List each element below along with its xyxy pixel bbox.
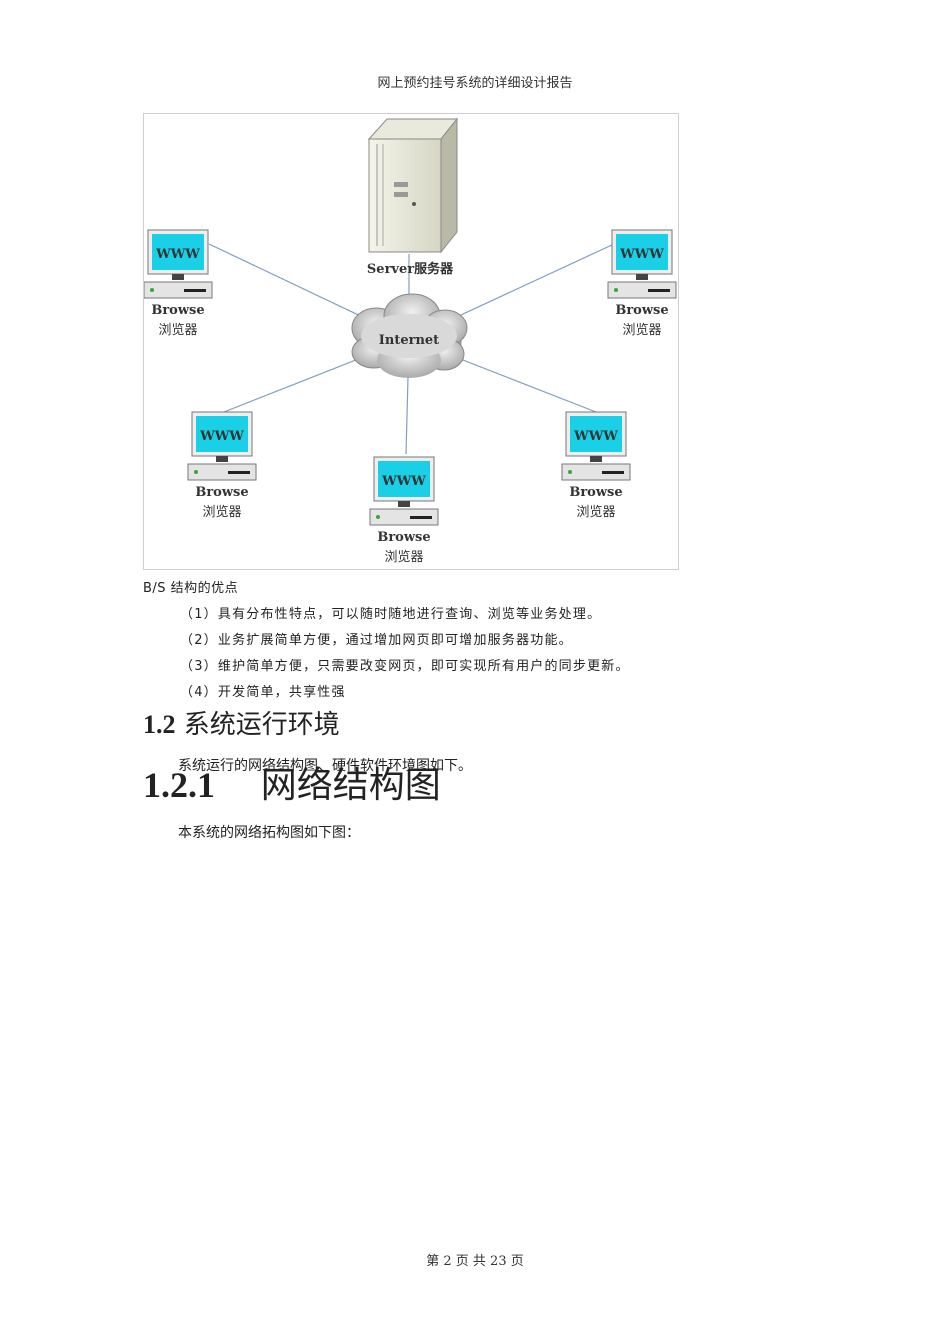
internet-label: Internet [379,333,439,348]
figure-caption: B/S 结构的优点 [143,577,238,596]
client-label-cn: 浏览器 [622,322,661,338]
subsection-heading: 1.2.1 网络结构图 [143,756,441,808]
subsection-title: 网络结构图 [261,765,441,806]
computer-icon [188,412,256,480]
diagram-canvas: Server服务器 Internet WWW Browse [144,114,678,569]
advantage-item: （1）具有分布性特点，可以随时随地进行查询、浏览等业务处理。 [180,603,601,622]
client-left-bottom: WWW Browse 浏览器 [188,412,256,520]
advantage-item: （4）开发简单，共享性强 [180,681,346,700]
subsection-body: 本系统的网络拓构图如下图： [178,822,360,842]
section-number: 1.2 [143,710,176,739]
page-header: 网上预约挂号系统的详细设计报告 [0,72,950,91]
page-footer: 第 2 页 共 23 页 [0,1250,950,1269]
screen-text: WWW [573,429,618,444]
advantage-item: （2）业务扩展简单方便，通过增加网页即可增加服务器功能。 [180,629,573,648]
computer-icon [144,230,212,298]
client-label-en: Browse [195,485,248,500]
client-left-top: WWW Browse 浏览器 [144,230,212,338]
screen-text: WWW [199,429,244,444]
client-center: WWW Browse 浏览器 [370,457,438,565]
screen-text: WWW [155,247,200,262]
computer-icon [370,457,438,525]
client-label-cn: 浏览器 [158,322,197,338]
advantage-item: （3）维护简单方便，只需要改变网页，即可实现所有用户的同步更新。 [180,655,630,674]
server-icon [369,119,457,252]
client-label-en: Browse [569,485,622,500]
client-right-bottom: WWW Browse 浏览器 [562,412,630,520]
section-title: 系统运行环境 [184,710,340,740]
computer-icon [608,230,676,298]
bs-network-diagram: Server服务器 Internet WWW Browse [143,113,679,570]
client-label-en: Browse [377,530,430,545]
server-label: Server服务器 [367,261,454,277]
client-label-cn: 浏览器 [576,504,615,520]
client-label-en: Browse [151,303,204,318]
section-heading: 1.2 系统运行环境 [143,704,340,741]
client-label-cn: 浏览器 [384,549,423,565]
computer-icon [562,412,630,480]
screen-text: WWW [381,474,426,489]
client-right-top: WWW Browse 浏览器 [608,230,676,338]
subsection-number: 1.2.1 [143,765,215,805]
client-label-en: Browse [615,303,668,318]
client-label-cn: 浏览器 [202,504,241,520]
screen-text: WWW [619,247,664,262]
